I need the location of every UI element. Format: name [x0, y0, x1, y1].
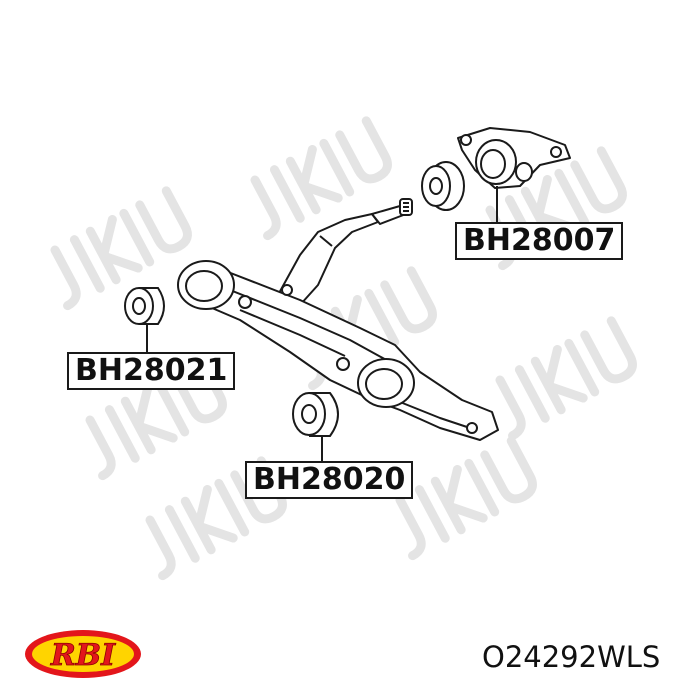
callout-bh28007: BH28007 [455, 222, 624, 260]
bushing-bh28020 [292, 392, 339, 437]
bushing-washer [421, 161, 465, 211]
bushing-bh28021 [124, 287, 165, 325]
callout-bh28021: BH28021 [67, 352, 236, 390]
callout-bh28020: BH28020 [245, 461, 414, 499]
lower-control-arm [177, 198, 499, 441]
bushing-bracket-bh28007 [457, 127, 571, 189]
rbi-logo: RBI [25, 630, 141, 678]
svg-text:RBI: RBI [50, 638, 116, 673]
part-number: O24292WLS [482, 640, 661, 674]
leader-lines [146, 186, 498, 461]
watermark-pattern [50, 116, 637, 581]
